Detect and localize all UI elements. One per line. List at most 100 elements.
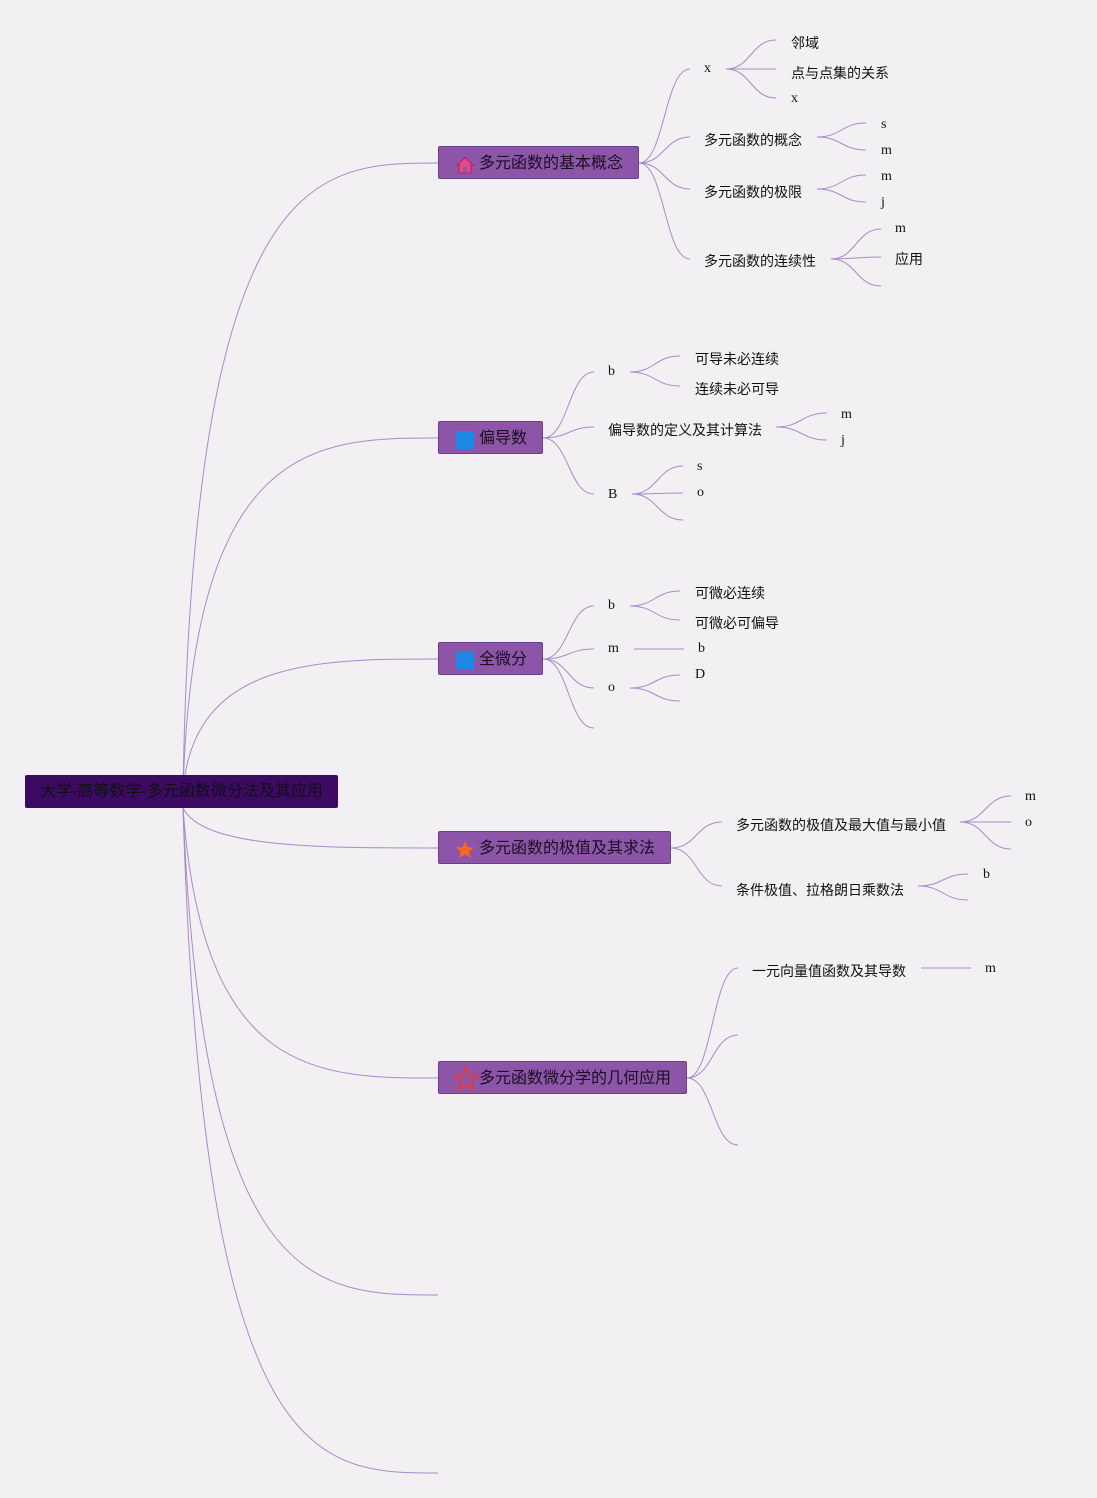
leaf-label[interactable]: b: [698, 641, 705, 656]
connector-line: [816, 122, 867, 138]
blue-square-icon: [455, 650, 475, 670]
connector-line: [629, 355, 681, 373]
subtopic-label[interactable]: b: [608, 598, 615, 613]
branch-label: 多元函数的极值及其求法: [479, 840, 656, 857]
connector-line: [725, 39, 777, 70]
leaf-label[interactable]: x: [791, 91, 798, 106]
root-connector-line: [182, 807, 439, 1474]
branch-node-basic-concepts[interactable]: 多元函数的基本概念: [438, 146, 639, 179]
leaf-label[interactable]: o: [1025, 815, 1032, 830]
root-connector-line: [182, 807, 439, 1296]
connector-line: [638, 68, 691, 164]
connector-line: [775, 426, 828, 441]
connector-line: [917, 885, 969, 901]
subtopic-label[interactable]: 条件极值、拉格朗日乘数法: [736, 882, 904, 898]
branch-label: 偏导数: [479, 430, 528, 447]
connector-line: [631, 492, 684, 495]
connector-line: [542, 426, 595, 439]
connector-line: [917, 873, 969, 887]
leaf-label[interactable]: D: [695, 667, 706, 682]
subtopic-label[interactable]: 多元函数的极值及最大值与最小值: [736, 817, 946, 833]
connector-line: [542, 658, 595, 689]
subtopic-label[interactable]: 多元函数的极限: [704, 184, 802, 200]
leaf-label[interactable]: m: [841, 407, 852, 422]
connector-line: [830, 228, 882, 260]
connector-line: [631, 465, 684, 495]
root-connector-line: [182, 658, 439, 793]
root-connector-line: [182, 807, 439, 1079]
leaf-label[interactable]: j: [841, 433, 845, 448]
subtopic-label[interactable]: B: [608, 487, 618, 502]
subtopic-label[interactable]: o: [608, 680, 615, 695]
connector-line: [542, 605, 595, 660]
leaf-label[interactable]: m: [881, 169, 892, 184]
connector-line: [686, 1034, 739, 1079]
subtopic-label[interactable]: 多元函数的连续性: [704, 253, 816, 269]
leaf-label[interactable]: 可微必连续: [695, 585, 765, 601]
connector-line: [542, 371, 595, 439]
leaf-label[interactable]: m: [985, 961, 996, 976]
connector-line: [629, 605, 681, 621]
connector-line: [629, 371, 681, 387]
connector-line: [686, 967, 739, 1079]
leaf-label[interactable]: 邻域: [791, 35, 819, 51]
connector-line: [686, 1077, 739, 1146]
connector-line: [959, 821, 1012, 850]
connector-line: [959, 795, 1012, 823]
leaf-label[interactable]: 可导未必连续: [695, 351, 779, 367]
connector-line: [816, 174, 867, 190]
subtopic-label[interactable]: b: [608, 364, 615, 379]
leaf-label[interactable]: 点与点集的关系: [791, 65, 889, 81]
leaf-label[interactable]: s: [697, 459, 703, 474]
subtopic-label[interactable]: m: [608, 641, 619, 656]
connector-line: [638, 136, 691, 164]
connector-line: [670, 821, 723, 849]
root-connector-line: [182, 807, 439, 849]
branch-node-geometric-applications[interactable]: 多元函数微分学的几何应用: [438, 1061, 687, 1094]
branch-node-total-differential[interactable]: 全微分: [438, 642, 543, 675]
root-label: 大学-高等数学-多元函数微分法及其应用: [40, 783, 323, 800]
connector-line: [638, 162, 691, 260]
house-icon: [455, 154, 475, 174]
leaf-label[interactable]: 连续未必可导: [695, 381, 779, 397]
subtopic-label[interactable]: 多元函数的概念: [704, 132, 802, 148]
connector-line: [670, 847, 723, 887]
leaf-label[interactable]: o: [697, 485, 704, 500]
connector-line: [631, 493, 684, 521]
leaf-label[interactable]: 应用: [895, 251, 923, 267]
connector-line: [638, 162, 691, 190]
orange-star-icon: [455, 839, 475, 859]
connector-line: [816, 188, 867, 203]
subtopic-label[interactable]: 一元向量值函数及其导数: [752, 963, 906, 979]
connector-line: [629, 590, 681, 607]
leaf-label[interactable]: m: [1025, 789, 1036, 804]
subtopic-label[interactable]: 偏导数的定义及其计算法: [608, 422, 762, 438]
branch-label: 全微分: [479, 651, 528, 668]
leaf-label[interactable]: m: [881, 143, 892, 158]
connector-line: [830, 258, 882, 287]
connector-line: [775, 412, 828, 428]
connector-line: [629, 674, 681, 689]
connector-line: [629, 687, 681, 702]
root-connector-line: [182, 437, 439, 793]
connector-line: [830, 256, 882, 260]
subtopic-label[interactable]: x: [704, 61, 711, 76]
connector-line: [725, 68, 777, 99]
leaf-label[interactable]: s: [881, 117, 887, 132]
connector-line: [542, 437, 595, 495]
red-star-outline-icon: [451, 1065, 481, 1092]
branch-node-extrema[interactable]: 多元函数的极值及其求法: [438, 831, 671, 864]
connector-line: [816, 136, 867, 151]
root-node[interactable]: 大学-高等数学-多元函数微分法及其应用: [25, 775, 338, 808]
branch-label: 多元函数的基本概念: [479, 155, 624, 172]
leaf-label[interactable]: j: [881, 195, 885, 210]
branch-node-partial-derivatives[interactable]: 偏导数: [438, 421, 543, 454]
branch-label: 多元函数微分学的几何应用: [479, 1070, 672, 1087]
connector-line: [542, 658, 595, 729]
leaf-label[interactable]: m: [895, 221, 906, 236]
leaf-label[interactable]: 可微必可偏导: [695, 615, 779, 631]
connector-line: [542, 648, 595, 660]
leaf-label[interactable]: b: [983, 867, 990, 882]
